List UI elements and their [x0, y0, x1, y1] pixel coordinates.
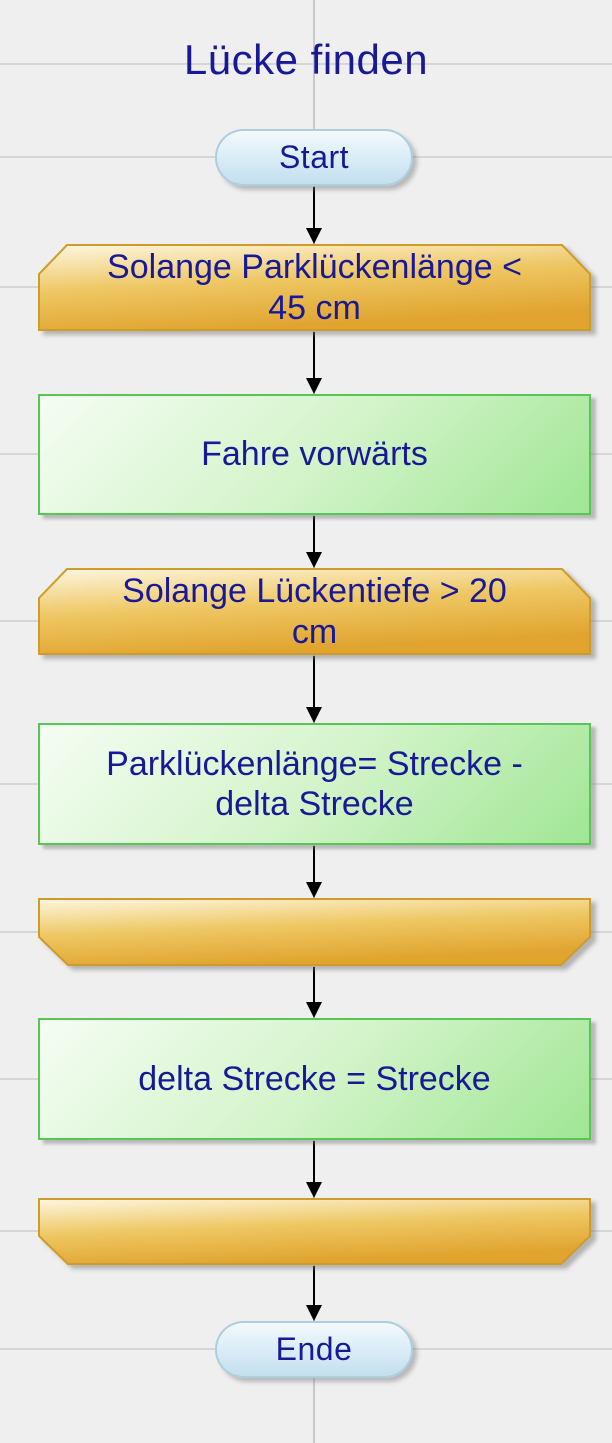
arrow-shaft	[313, 846, 315, 884]
arrow-head-icon	[306, 1182, 322, 1198]
arrow-head-icon	[306, 228, 322, 244]
node-start-terminator[interactable]: Start	[215, 129, 413, 186]
node-loop-end-inner[interactable]	[38, 898, 591, 966]
arrow-shaft	[313, 967, 315, 1004]
node-label: Parklückenlänge= Strecke - delta Strecke	[106, 744, 523, 823]
node-process-parklueckenlaenge[interactable]: Parklückenlänge= Strecke - delta Strecke	[38, 723, 591, 845]
node-label: delta Strecke = Strecke	[138, 1059, 491, 1098]
flow-arrow	[306, 846, 322, 898]
arrow-shaft	[313, 1141, 315, 1184]
arrow-shaft	[313, 332, 315, 380]
flow-arrow	[306, 967, 322, 1018]
loop-end-shape	[38, 898, 591, 966]
flow-arrow	[306, 332, 322, 394]
arrow-head-icon	[306, 378, 322, 394]
arrow-shaft	[313, 1266, 315, 1307]
node-loop-start-parkluecke[interactable]: Solange Parklückenlänge < 45 cm	[38, 244, 591, 331]
arrow-head-icon	[306, 1002, 322, 1018]
node-label: Ende	[275, 1330, 353, 1367]
arrow-shaft	[313, 187, 315, 230]
node-label	[38, 898, 591, 966]
node-label: Start	[278, 138, 350, 175]
flow-arrow	[306, 1266, 322, 1321]
loop-end-shape	[38, 1198, 591, 1265]
node-label: Solange Parklückenlänge < 45 cm	[107, 248, 522, 327]
arrow-head-icon	[306, 1305, 322, 1321]
arrow-shaft	[313, 516, 315, 554]
node-loop-end-outer[interactable]	[38, 1198, 591, 1265]
flow-arrow	[306, 1141, 322, 1198]
flow-arrow	[306, 187, 322, 244]
row-guide-line	[0, 63, 612, 65]
node-label: Solange Lückentiefe > 20 cm	[122, 572, 507, 651]
arrow-shaft	[313, 656, 315, 709]
node-ende-terminator[interactable]: Ende	[215, 1321, 413, 1378]
node-loop-start-lueckentiefe[interactable]: Solange Lückentiefe > 20 cm	[38, 568, 591, 655]
loop-start-shape	[38, 568, 591, 655]
node-process-fahre-vorwaerts[interactable]: Fahre vorwärts	[38, 394, 591, 515]
flow-arrow	[306, 656, 322, 723]
flow-arrow	[306, 516, 322, 568]
arrow-head-icon	[306, 552, 322, 568]
node-process-delta-strecke[interactable]: delta Strecke = Strecke	[38, 1018, 591, 1140]
diagram-title[interactable]: Lücke finden	[183, 36, 429, 83]
arrow-head-icon	[306, 707, 322, 723]
loop-start-shape	[38, 244, 591, 331]
node-label	[38, 1198, 591, 1265]
node-label: Fahre vorwärts	[201, 435, 428, 474]
arrow-head-icon	[306, 882, 322, 898]
